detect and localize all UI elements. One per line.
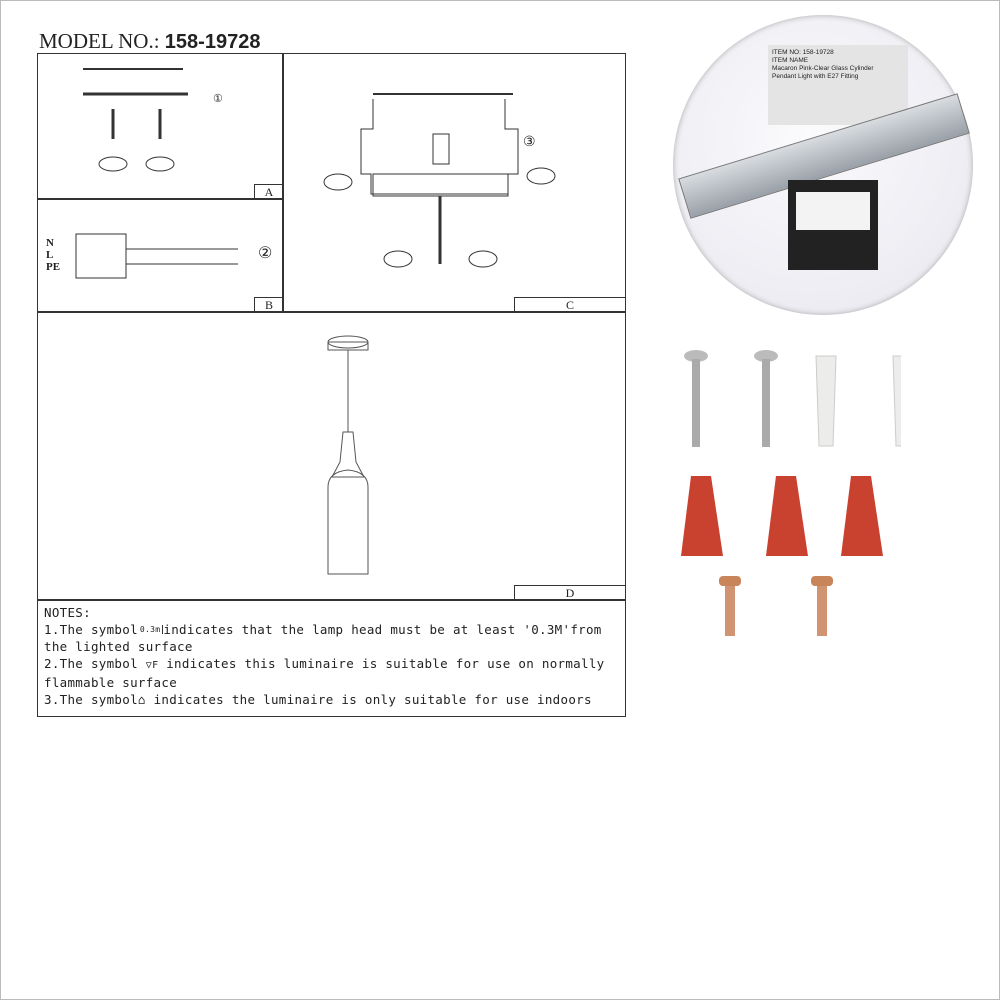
canopy-photo: ITEM NO: 158-19728 ITEM NAME Macaron Pin… xyxy=(673,15,973,315)
step-1-marker: ① xyxy=(213,92,223,105)
panel-b: N L PE ② B xyxy=(37,198,284,313)
label-item-no: ITEM NO: 158-19728 xyxy=(772,49,834,56)
wall-plug xyxy=(892,355,901,447)
flammable-symbol-icon: ▽F xyxy=(145,660,159,671)
brass-screw xyxy=(719,576,741,636)
ceiling-mount-illustration xyxy=(83,68,188,172)
step-2-marker: ② xyxy=(258,243,273,262)
note-text: 1.The symbol xyxy=(44,622,138,637)
terminal-labels: N L PE xyxy=(46,237,60,273)
note-text: indicates this luminaire is suitable for… xyxy=(166,656,605,671)
panel-c: ③ C xyxy=(282,53,626,313)
model-label: MODEL NO.: xyxy=(39,29,160,53)
terminal-connector xyxy=(796,192,870,230)
panel-d: D xyxy=(37,311,626,601)
live-label: L xyxy=(46,249,54,261)
panel-a-label: A xyxy=(254,184,284,200)
flammable-letter: F xyxy=(152,660,159,671)
note-1-cont: the lighted surface xyxy=(44,639,193,654)
note-text: indicates that the lamp head must be at … xyxy=(163,622,602,637)
wall-plug xyxy=(815,355,837,447)
wood-screw xyxy=(684,350,708,447)
distance-symbol-icon: 0.3m xyxy=(137,625,164,634)
accessories-photo xyxy=(681,350,901,636)
pendant-light-illustration xyxy=(327,335,369,575)
label-item-name: ITEM NAME xyxy=(772,57,809,64)
wood-screw xyxy=(754,350,778,447)
notes-title: NOTES: xyxy=(44,605,91,620)
panel-a: ① A xyxy=(37,53,284,200)
terminal-block xyxy=(788,180,878,270)
panel-b-label: B xyxy=(254,297,284,313)
brass-screw xyxy=(811,576,833,636)
note-2-cont: flammable surface xyxy=(44,675,178,690)
model-number: 158-19728 xyxy=(164,31,261,53)
note-text: 2.The symbol xyxy=(44,656,138,671)
panel-d-label: D xyxy=(514,585,626,601)
wire-connector xyxy=(681,476,723,556)
terminal-block-illustration xyxy=(75,233,238,279)
note-2: 2.The symbol ▽F indicates this luminaire… xyxy=(44,655,625,674)
earth-label: PE xyxy=(46,261,61,273)
product-label-sticker: ITEM NO: 158-19728 ITEM NAME Macaron Pin… xyxy=(768,45,908,125)
label-name-line2: Pendant Light with E27 Fitting xyxy=(772,73,859,80)
step-3-marker: ③ xyxy=(523,134,536,150)
panel-c-label: C xyxy=(514,297,626,313)
note-3: 3.The symbol⌂ indicates the luminaire is… xyxy=(44,691,625,708)
model-number-heading: MODEL NO.: 158-19728 xyxy=(39,29,260,54)
note-text: indicates the luminaire is only suitable… xyxy=(153,692,592,707)
label-name-line1: Macaron Pink-Clear Glass Cylinder xyxy=(772,65,874,72)
wire-connector xyxy=(766,476,808,556)
neutral-label: N xyxy=(46,237,54,249)
note-text: 3.The symbol xyxy=(44,692,138,707)
indoor-house-icon: ⌂ xyxy=(137,692,146,707)
canopy-wiring-illustration xyxy=(323,93,556,268)
wire-connector xyxy=(841,476,883,556)
